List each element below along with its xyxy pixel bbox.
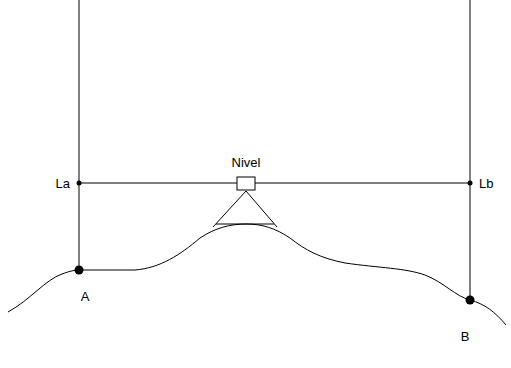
ground-profile: [8, 224, 506, 325]
tripod: [213, 191, 277, 227]
staff-a: [79, 0, 80, 270]
reading-dot: [468, 181, 473, 186]
reading-dot: [77, 181, 82, 186]
point-label: A: [81, 290, 90, 303]
point-dot: [466, 296, 475, 305]
reading-label: Lb: [479, 177, 493, 190]
staff-b: [470, 0, 471, 300]
point-label: B: [461, 330, 470, 343]
instrument-label: Nivel: [232, 156, 261, 169]
point-dot: [75, 266, 84, 275]
level-instrument: [237, 177, 255, 190]
line-of-sight: [79, 183, 470, 184]
reading-label: La: [56, 177, 70, 190]
